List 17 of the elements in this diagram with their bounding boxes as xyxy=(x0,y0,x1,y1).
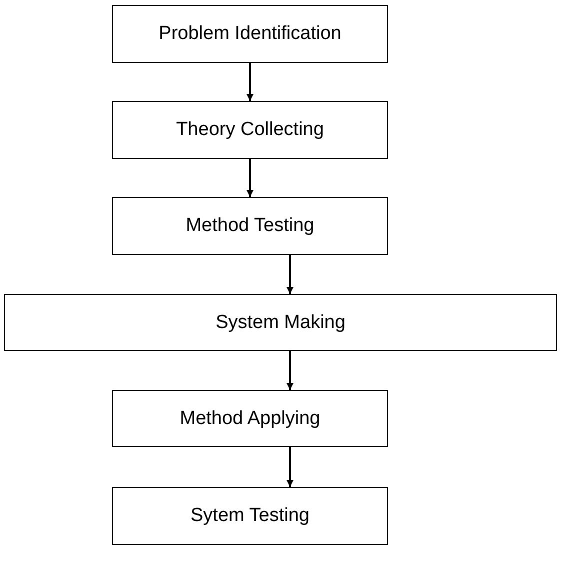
process-box xyxy=(112,5,388,63)
arrow xyxy=(286,447,294,487)
process-box xyxy=(4,294,557,351)
arrow xyxy=(286,255,294,294)
step-label: System Making xyxy=(216,312,346,334)
arrow xyxy=(286,351,294,390)
arrow xyxy=(246,63,254,101)
step-label: Sytem Testing xyxy=(190,505,310,527)
arrow xyxy=(246,159,254,197)
process-box xyxy=(112,101,388,159)
process-box xyxy=(112,487,388,545)
step-label: Method Testing xyxy=(186,215,314,237)
step-label: Method Applying xyxy=(180,408,320,430)
step-label: Theory Collecting xyxy=(176,119,324,141)
process-box xyxy=(112,197,388,255)
process-box xyxy=(112,390,388,447)
step-label: Problem Identification xyxy=(158,23,342,45)
